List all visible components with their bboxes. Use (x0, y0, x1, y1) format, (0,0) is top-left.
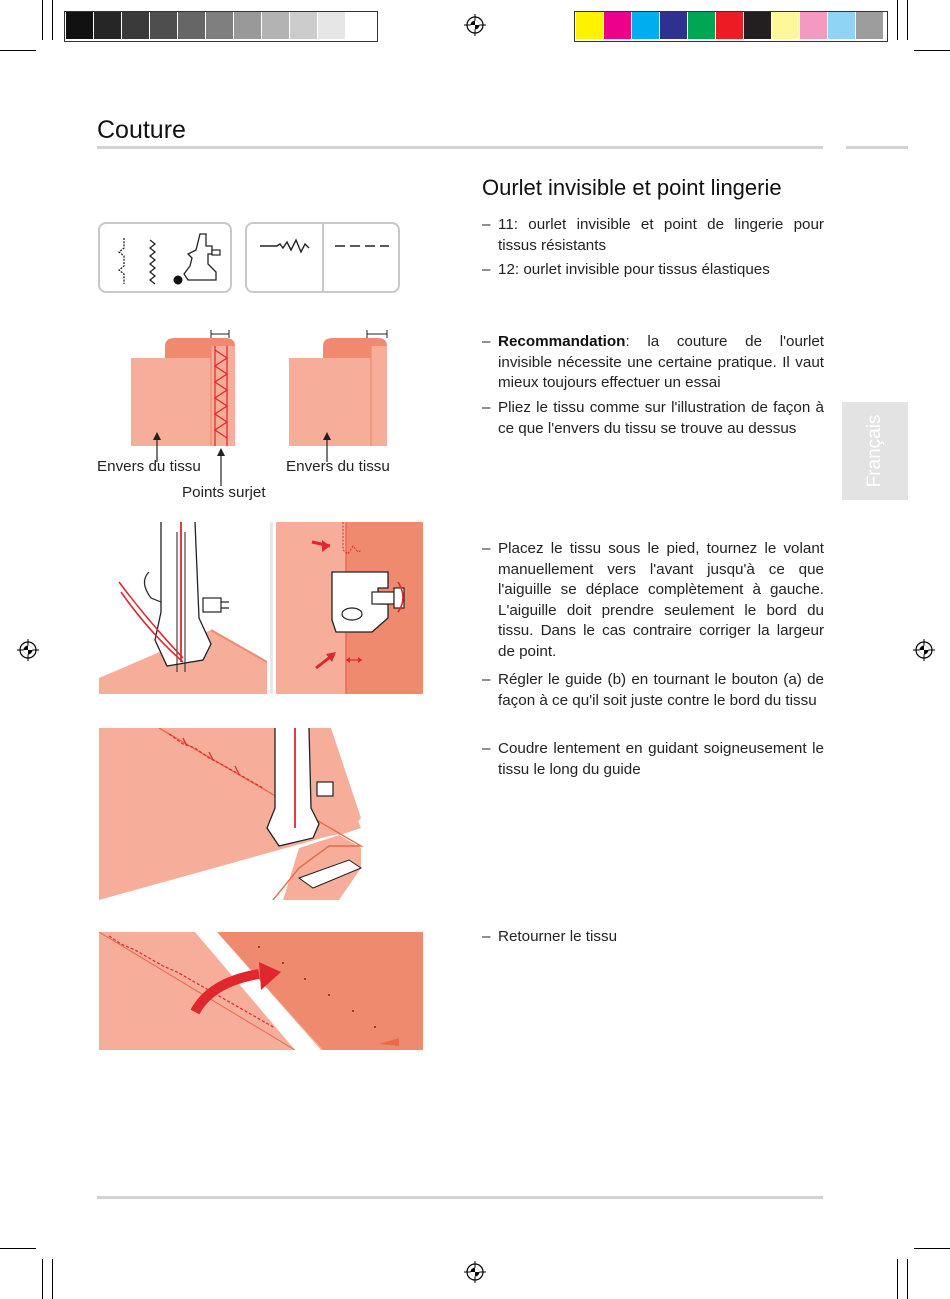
list-item: – Placez le tissu sous le pied, tournez … (482, 539, 824, 662)
color-swatch (346, 12, 373, 39)
crop-mark-tl-v (42, 0, 43, 40)
list-item: – 12: ourlet invisible pour tissus élast… (482, 260, 824, 281)
color-swatch (178, 12, 205, 39)
stitch-pattern-panel (98, 222, 232, 293)
crop-mark-bl-h (0, 1248, 36, 1249)
list-item: – 11: ourlet invisible et point de linge… (482, 215, 824, 256)
color-swatch (262, 12, 289, 39)
turn-fabric-illustration (99, 932, 423, 1050)
stitch-width-icon (260, 238, 389, 254)
color-swatch (576, 12, 603, 39)
item-text: 11: ourlet invisible et point de lingeri… (498, 216, 824, 254)
crop-mark-bl-v (42, 1259, 43, 1299)
item-dash: – (482, 740, 491, 757)
color-swatch (716, 12, 743, 39)
item-text: Placez le tissu sous le pied, tournez le… (498, 540, 824, 660)
header-rule-right (846, 146, 908, 149)
stitch-pattern-icon (117, 233, 221, 285)
color-swatch (150, 12, 177, 39)
crop-mark-br-v2 (907, 1259, 908, 1299)
panel-divider (322, 224, 324, 291)
list-item: – Coudre lentement en guidant soigneusem… (482, 739, 824, 780)
registration-mark-bottom-icon (464, 1261, 486, 1283)
item-dash: – (482, 399, 491, 416)
color-swatch (632, 12, 659, 39)
language-tab-label: Français (864, 414, 885, 488)
list-item: – Régler le guide (b) en tournant le bou… (482, 670, 824, 711)
header-rule (97, 146, 823, 149)
color-swatch (234, 12, 261, 39)
page-title: Couture (97, 116, 186, 144)
item-text: Coudre lentement en guidant soigneusemen… (498, 740, 824, 778)
crop-mark-tl-v2 (52, 0, 53, 40)
color-swatch (800, 12, 827, 39)
list-item: – Recommandation: la couture de l'ourlet… (482, 332, 824, 394)
color-swatch (772, 12, 799, 39)
registration-mark-top-icon (464, 14, 486, 36)
color-swatch (828, 12, 855, 39)
caption-right-fabric: Envers du tissu (286, 458, 390, 475)
item-dash: – (482, 333, 491, 350)
crop-mark-tl-h (0, 50, 36, 51)
footer-rule (97, 1196, 823, 1199)
item-dash: – (482, 671, 491, 688)
list-item: – Retourner le tissu (482, 927, 824, 948)
crop-mark-tr-v2 (907, 0, 908, 40)
section-title: Ourlet invisible et point lingerie (482, 175, 782, 200)
color-swatch (660, 12, 687, 39)
item-dash: – (482, 261, 491, 278)
sewing-guide-illustration (99, 728, 364, 900)
stitch-setting-panel (245, 222, 400, 293)
color-swatch (290, 12, 317, 39)
fabric-fold-illustration (131, 330, 388, 486)
item-text: : la couture de l'ourlet invisible néces… (498, 333, 824, 391)
color-swatch (688, 12, 715, 39)
color-swatch (318, 12, 345, 39)
color-swatch (122, 12, 149, 39)
color-swatch (604, 12, 631, 39)
item-dash: – (482, 540, 491, 557)
item-dash: – (482, 928, 491, 945)
item-text: Pliez le tissu comme sur l'illustration … (498, 399, 824, 437)
color-swatch (94, 12, 121, 39)
color-swatch (744, 12, 771, 39)
crop-mark-bl-v2 (52, 1259, 53, 1299)
presser-foot-illustration (99, 522, 267, 694)
caption-overlock: Points surjet (182, 484, 266, 501)
crop-mark-tr-h (914, 50, 950, 51)
guide-adjust-illustration (276, 522, 423, 694)
language-tab: Français (842, 402, 908, 500)
caption-left-fabric: Envers du tissu (97, 458, 201, 475)
item-text: 12: ourlet invisible pour tissus élastiq… (498, 261, 770, 278)
color-bar (574, 11, 888, 42)
crop-mark-br-h (914, 1248, 950, 1249)
registration-mark-right-icon (913, 639, 935, 661)
color-swatch (856, 12, 883, 39)
item-text: Retourner le tissu (498, 928, 618, 945)
illustration-divider (270, 522, 273, 694)
item-text: Régler le guide (b) en tournant le bouto… (498, 671, 824, 709)
crop-mark-tr-v (897, 0, 898, 40)
registration-mark-left-icon (17, 639, 39, 661)
color-swatch (206, 12, 233, 39)
item-bold-label: Recommandation (498, 333, 626, 350)
crop-mark-br-v (897, 1259, 898, 1299)
color-swatch (66, 12, 93, 39)
item-dash: – (482, 216, 491, 233)
list-item: – Pliez le tissu comme sur l'illustratio… (482, 398, 824, 439)
grayscale-bar (64, 11, 378, 42)
